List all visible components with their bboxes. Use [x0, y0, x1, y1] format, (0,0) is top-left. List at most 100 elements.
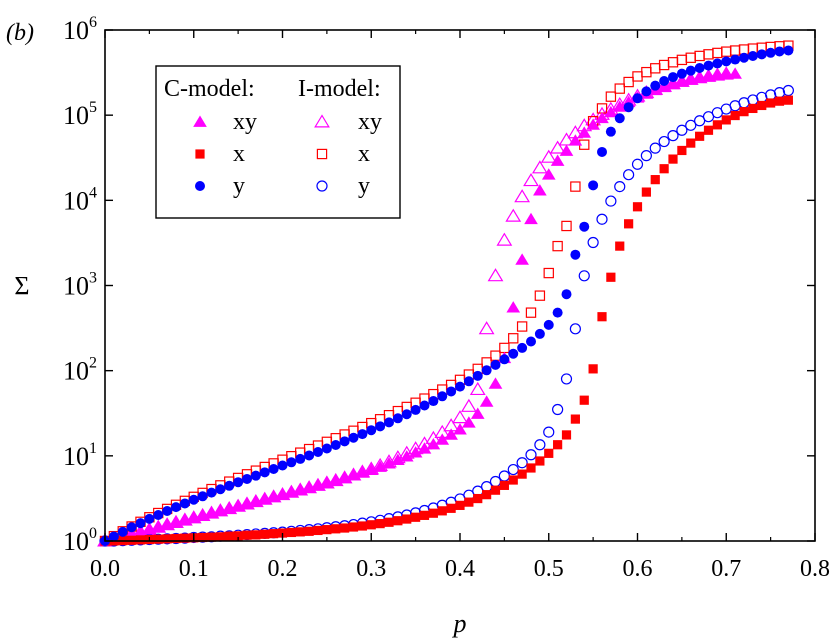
data-point	[179, 498, 190, 509]
data-point	[242, 530, 252, 540]
data-point	[375, 519, 385, 529]
data-point	[180, 533, 190, 543]
data-point	[614, 83, 625, 94]
data-point	[435, 433, 450, 445]
legend-box	[155, 65, 401, 219]
data-point	[295, 527, 305, 537]
data-point	[357, 429, 368, 440]
data-point	[540, 149, 557, 163]
data-point	[373, 460, 387, 472]
data-point	[595, 111, 609, 124]
data-point	[393, 516, 403, 526]
data-point	[171, 502, 181, 513]
data-point	[304, 450, 315, 461]
data-point	[277, 460, 288, 471]
data-point	[496, 232, 513, 246]
panel-label: (b)	[6, 20, 34, 46]
data-point	[206, 532, 217, 542]
data-point	[426, 437, 441, 450]
data-point	[729, 45, 741, 56]
data-point	[498, 470, 510, 482]
data-point	[526, 336, 536, 347]
y-tick-label: 105	[63, 99, 97, 130]
data-point	[525, 449, 537, 461]
data-point	[162, 534, 172, 544]
data-point	[419, 510, 430, 520]
data-point	[676, 124, 688, 136]
x-tick-label: 0.6	[623, 556, 653, 582]
data-point	[640, 150, 652, 162]
data-point	[304, 526, 314, 536]
data-point	[658, 59, 670, 71]
data-point	[641, 66, 652, 78]
legend-marker	[193, 115, 207, 127]
data-point	[348, 432, 359, 443]
data-point	[392, 413, 403, 424]
data-point	[721, 46, 732, 57]
data-point	[384, 417, 394, 428]
data-point	[712, 58, 723, 69]
data-point	[535, 456, 545, 466]
legend-label: xy	[358, 109, 382, 135]
data-point	[756, 49, 767, 60]
legend-marker	[195, 181, 205, 191]
data-point	[446, 503, 456, 513]
data-point	[560, 373, 573, 385]
data-point	[739, 52, 749, 63]
data-point	[641, 187, 651, 197]
data-point	[597, 146, 607, 157]
data-point	[765, 47, 776, 58]
data-point	[632, 202, 643, 212]
data-point	[322, 525, 332, 535]
data-point	[631, 158, 644, 170]
data-point	[481, 365, 492, 376]
data-point	[632, 93, 643, 104]
data-point	[108, 531, 119, 542]
x-tick-label: 0.0	[90, 556, 120, 582]
data-point	[408, 446, 423, 458]
data-point	[721, 115, 731, 125]
data-point	[506, 301, 521, 313]
data-point	[605, 126, 616, 137]
x-tick-label: 0.4	[445, 556, 475, 582]
data-point	[417, 442, 432, 454]
data-point	[686, 138, 696, 148]
data-point	[463, 376, 474, 387]
data-point	[215, 484, 226, 495]
data-point	[375, 421, 386, 432]
data-point	[747, 51, 758, 62]
data-point	[534, 328, 545, 339]
data-point	[464, 497, 474, 507]
data-point	[783, 45, 794, 56]
data-point	[499, 354, 510, 365]
data-point	[623, 76, 634, 88]
data-point	[568, 134, 583, 146]
data-point	[487, 268, 504, 282]
data-point	[730, 110, 740, 121]
data-point	[259, 467, 270, 478]
y-tick-label: 100	[63, 525, 97, 556]
legend-label: x	[358, 141, 370, 167]
data-point	[738, 44, 750, 55]
data-point	[615, 241, 625, 251]
data-point	[569, 323, 581, 335]
x-tick-label: 0.5	[534, 556, 564, 582]
legend-label: xy	[233, 109, 257, 135]
data-point	[596, 213, 608, 225]
data-point	[695, 131, 705, 141]
data-point	[544, 448, 554, 458]
data-point	[188, 494, 199, 505]
data-point	[748, 103, 758, 114]
data-point	[514, 189, 531, 203]
data-point	[489, 475, 502, 488]
data-point	[543, 426, 555, 438]
data-point	[470, 407, 485, 419]
data-point	[472, 370, 483, 381]
data-point	[348, 522, 359, 532]
legend-marker	[316, 148, 328, 160]
data-point	[455, 500, 465, 510]
x-tick-label: 0.3	[356, 556, 386, 582]
data-point	[766, 98, 776, 108]
data-point	[428, 396, 439, 407]
